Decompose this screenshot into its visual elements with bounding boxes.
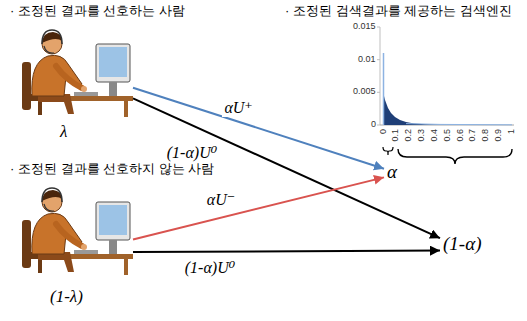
x-tick-label: 0.4: [429, 129, 439, 142]
edge-label: (1-α)U⁰: [183, 259, 237, 277]
group-heading: · 조정된 결과를 선호하지 않는 사람: [10, 161, 214, 177]
person-illustration: [22, 188, 133, 275]
share-symbol: λ: [60, 122, 67, 142]
share-region: α: [384, 160, 400, 185]
tick-mark: [377, 59, 380, 60]
x-tick-label: 0: [379, 129, 389, 134]
y-tick-label: 0.015: [353, 22, 376, 32]
x-tick-label: 0.1: [391, 129, 401, 142]
user-group: · 조정된 결과를 선호하는 사람λ: [8, 24, 133, 142]
engine-heading: · 조정된 검색결과를 제공하는 검색엔진: [285, 3, 512, 19]
arrow-connector: [133, 251, 440, 252]
edge-label: αU⁺: [222, 99, 254, 117]
distribution-spike: [383, 53, 385, 125]
x-tick-label: 0.6: [455, 129, 465, 142]
distribution-area: [383, 92, 512, 125]
edge-label: αU⁻: [205, 191, 237, 209]
x-tick-label: 0.9: [494, 129, 504, 142]
x-tick-label: 0.5: [442, 129, 452, 142]
y-tick-label: 0: [371, 120, 376, 130]
share-region: (1-α): [440, 232, 484, 257]
share-symbol: α: [384, 160, 400, 185]
y-axis: [380, 27, 381, 125]
x-tick-label: 0.8: [481, 129, 491, 142]
x-tick-label: 0.7: [468, 129, 478, 142]
x-tick-label: 1: [507, 129, 517, 134]
x-tick-label: 0.2: [404, 129, 414, 142]
arrow-connector: [133, 177, 384, 239]
x-tick-label: 0.3: [417, 129, 427, 142]
tick-mark: [377, 92, 380, 93]
person-illustration: [22, 30, 133, 117]
edge-label: (1-α)U⁰: [165, 144, 219, 162]
distribution-tail: [406, 124, 512, 125]
y-tick-label: 0.01: [358, 55, 376, 65]
search-engine: · 조정된 검색결과를 제공하는 검색엔진: [285, 3, 512, 19]
share-symbol: (1-α): [440, 232, 484, 257]
brace: [383, 147, 393, 155]
group-heading: · 조정된 결과를 선호하는 사람: [10, 3, 185, 19]
chart-axes: [377, 27, 514, 125]
tick-mark: [377, 125, 380, 126]
user-group: · 조정된 결과를 선호하지 않는 사람(1-λ): [8, 182, 133, 307]
brace: [398, 149, 512, 164]
y-tick-label: 0.005: [353, 87, 376, 97]
tick-mark: [377, 27, 380, 28]
share-symbol: (1-λ): [50, 287, 83, 307]
